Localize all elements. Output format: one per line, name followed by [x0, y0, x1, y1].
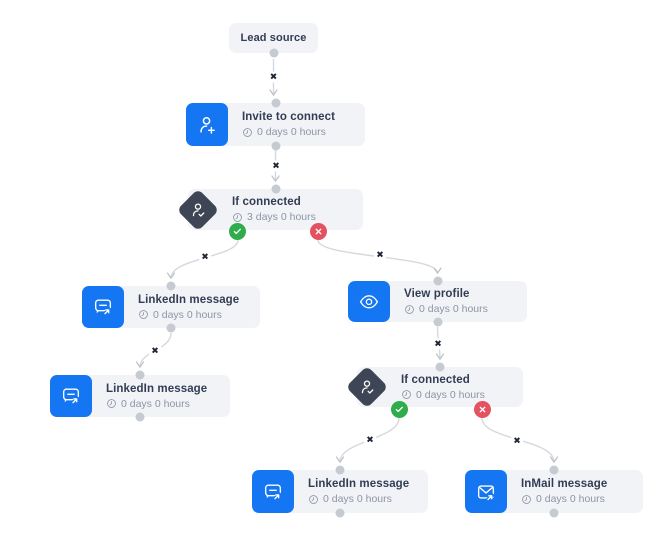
user-plus-icon [186, 103, 228, 146]
node-title: If connected [401, 373, 470, 386]
node-title: LinkedIn message [138, 293, 240, 306]
delete-connection-icon[interactable]: ✖ [149, 345, 161, 357]
cross-icon [315, 228, 321, 234]
node-lead-source[interactable]: Lead source [229, 23, 318, 53]
port-viewprofile-bottom[interactable] [433, 317, 442, 327]
port-invite-top[interactable] [271, 98, 280, 108]
port-inmail-top[interactable] [549, 465, 559, 475]
branch-no-badge[interactable] [473, 400, 491, 418]
node-linkedin-message-1[interactable]: LinkedIn message 0 days 0 hours [82, 286, 260, 328]
mail-send-icon [465, 470, 507, 513]
delete-connection-icon[interactable]: ✖ [511, 435, 523, 447]
node-title: LinkedIn message [308, 478, 410, 490]
node-title: InMail message [521, 478, 608, 490]
port-viewprofile-top[interactable] [433, 276, 442, 286]
node-delay: 3 days 0 hours [232, 211, 316, 223]
delete-connection-icon[interactable]: ✖ [432, 338, 444, 350]
node-if-connected-1[interactable]: If connected 3 days 0 hours [176, 188, 363, 240]
port-linkedin2-bottom[interactable] [135, 412, 145, 422]
user-check-icon [176, 188, 220, 231]
delete-connection-icon[interactable]: ✖ [374, 249, 386, 261]
port-lead-source-bottom[interactable] [269, 48, 278, 58]
check-icon [395, 406, 403, 412]
node-title: LinkedIn message [106, 382, 208, 395]
delay-text: 3 days 0 hours [247, 211, 316, 223]
port-invite-bottom[interactable] [271, 141, 280, 151]
delete-connection-icon[interactable]: ✖ [199, 251, 211, 263]
clock-icon [402, 390, 411, 399]
port-linkedin1-bottom[interactable] [166, 323, 176, 333]
clock-icon [233, 212, 242, 222]
cross-icon [479, 406, 485, 412]
node-delay: 0 days 0 hours [404, 303, 488, 315]
node-title: View profile [404, 288, 470, 300]
delete-connection-icon[interactable]: ✖ [270, 160, 282, 172]
chat-send-icon [252, 470, 294, 513]
port-if1-top[interactable] [271, 184, 280, 194]
delay-text: 0 days 0 hours [323, 493, 392, 505]
chat-send-icon [50, 375, 92, 417]
node-inmail-message[interactable]: InMail message 0 days 0 hours [465, 470, 643, 513]
delay-text: 0 days 0 hours [536, 493, 605, 505]
node-view-profile[interactable]: View profile 0 days 0 hours [348, 281, 527, 322]
delay-text: 0 days 0 hours [416, 388, 485, 401]
node-delay: 0 days 0 hours [308, 493, 409, 505]
delay-text: 0 days 0 hours [257, 126, 326, 138]
clock-icon [107, 399, 116, 408]
clock-icon [405, 304, 414, 314]
node-delay: 0 days 0 hours [521, 493, 607, 505]
node-title: If connected [232, 196, 301, 208]
port-linkedin1-top[interactable] [166, 281, 176, 291]
port-inmail-bottom[interactable] [549, 508, 559, 518]
clock-icon [139, 310, 148, 319]
port-if2-top[interactable] [435, 362, 445, 372]
clock-icon [522, 494, 531, 504]
clock-icon [243, 127, 252, 137]
node-linkedin-message-2[interactable]: LinkedIn message 0 days 0 hours [50, 375, 230, 417]
delete-connection-icon[interactable]: ✖ [267, 71, 280, 83]
clock-icon [309, 494, 318, 504]
node-title: Lead source [240, 32, 307, 44]
delay-text: 0 days 0 hours [121, 397, 190, 410]
node-title: Invite to connect [242, 111, 336, 123]
branch-yes-badge[interactable] [229, 222, 246, 240]
delete-connection-icon[interactable]: ✖ [364, 434, 376, 446]
port-linkedin3-bottom[interactable] [335, 508, 345, 518]
port-linkedin3-top[interactable] [335, 465, 345, 475]
port-linkedin2-top[interactable] [135, 370, 145, 380]
node-delay: 0 days 0 hours [401, 389, 485, 401]
check-icon [233, 228, 242, 234]
node-delay: 0 days 0 hours [242, 126, 335, 138]
node-if-connected-2[interactable]: If connected 0 days 0 hours [345, 365, 523, 418]
delay-text: 0 days 0 hours [153, 308, 222, 321]
branch-yes-badge[interactable] [390, 400, 408, 418]
eye-icon [348, 281, 390, 322]
node-linkedin-message-3[interactable]: LinkedIn message 0 days 0 hours [252, 470, 428, 513]
chat-send-icon [82, 286, 124, 328]
node-delay: 0 days 0 hours [106, 398, 207, 410]
delay-text: 0 days 0 hours [419, 303, 488, 315]
node-delay: 0 days 0 hours [138, 309, 239, 321]
node-invite-to-connect[interactable]: Invite to connect 0 days 0 hours [186, 103, 365, 146]
user-check-icon [345, 365, 389, 409]
branch-no-badge[interactable] [309, 222, 327, 240]
